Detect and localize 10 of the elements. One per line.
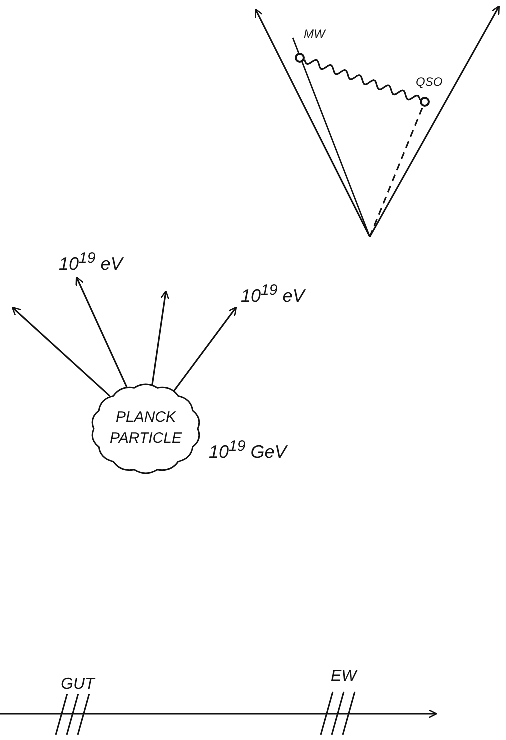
arrow (12, 306, 111, 397)
node-label: MW (304, 28, 326, 40)
axis-label: GUT (60, 676, 96, 694)
node-label: PLANCK PARTICLE (109, 408, 184, 449)
arrow (152, 290, 170, 386)
arrow (76, 276, 128, 388)
wavy-line (304, 59, 422, 101)
arrow (173, 306, 238, 392)
line (369, 106, 424, 238)
node-label: QSO (416, 76, 443, 88)
